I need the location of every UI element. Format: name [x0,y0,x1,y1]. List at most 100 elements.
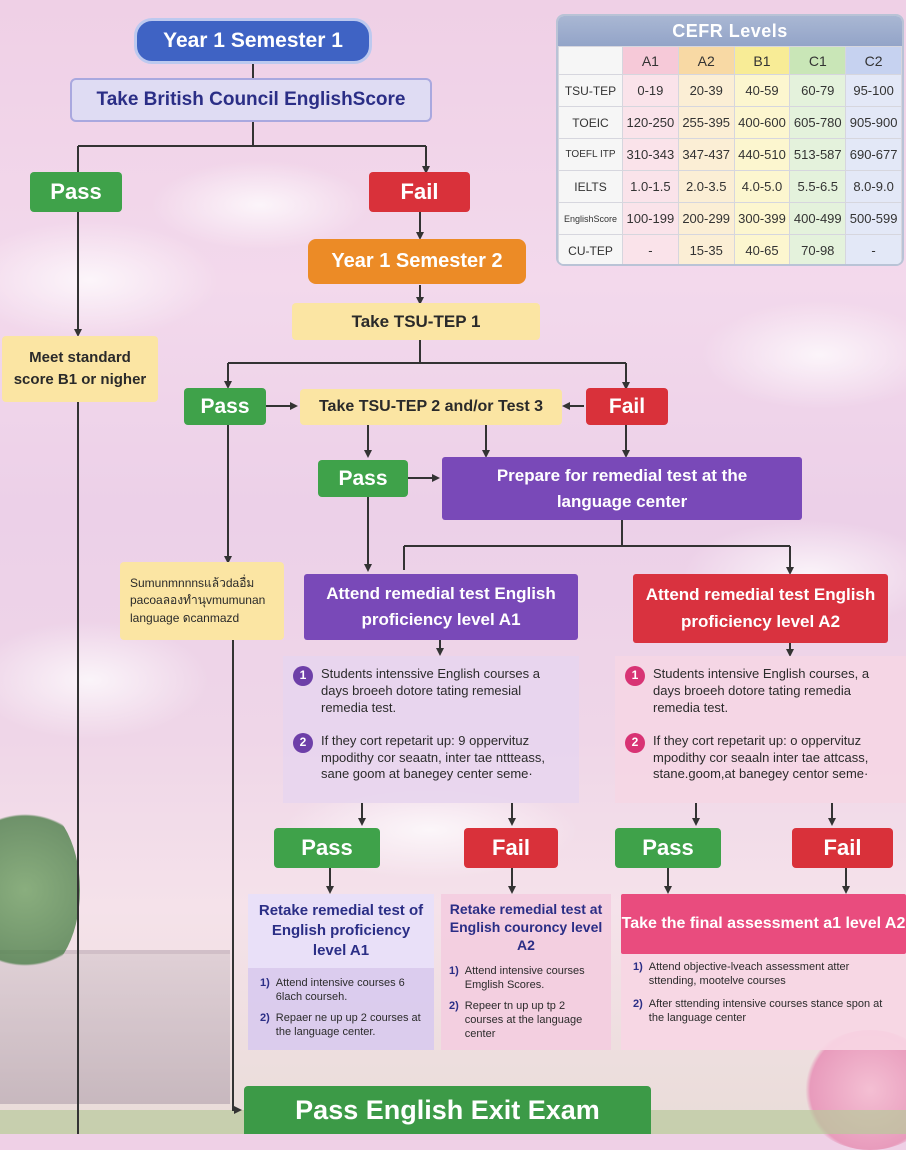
node-side-note: Sumunmnnnsแล้วdaอื่ม pacoaลองทำนุvmumuna… [120,562,284,640]
background-cloud [700,300,906,410]
cefr-cell: 400-600 [733,106,791,139]
cefr-cell: 2.0-3.5 [677,170,735,203]
final-item-2: 2)After sttending intensive courses stan… [633,997,898,1026]
cefr-row-label: TOEIC [558,106,623,139]
node-year1-semester2: Year 1 Semester 2 [308,239,526,284]
step-number-2-icon: 2 [293,732,313,753]
cefr-cell: 40-65 [733,234,791,264]
retake-a2-item-2: 2)Repeer tn up up tp 2 courses at the la… [449,999,605,1042]
cefr-row-label: IELTS [558,170,623,203]
cefr-row-label: TSU-TEP [558,74,623,107]
cefr-cell: 100-199 [622,202,679,235]
node-pass-2: Pass [184,388,266,425]
cefr-corner-cell [558,46,623,75]
cefr-cell: 690-677 [845,138,902,171]
node-attend-remedial-a1: Attend remedial test English proficiency… [304,574,578,640]
cefr-cell: 0-19 [622,74,679,107]
connector [403,520,790,570]
background-cloud [0,620,210,740]
panel-a1-steps: 1 Students intenssive English courses a … [283,656,579,803]
cefr-cell: 40-59 [733,74,791,107]
node-fail-a2: Fail [792,828,893,868]
cefr-row-tsu-tep: TSU-TEP 0-19 20-39 40-59 60-79 95-100 [558,74,902,107]
retake-a1-item-1: 1)Attend intensive courses 6 6lach cours… [260,976,426,1005]
cefr-grid: A1 A2 B1 C1 C2 TSU-TEP 0-19 20-39 40-59 … [558,46,902,264]
final-item-1: 1)Attend objective-lveach assessment att… [633,960,898,989]
retake-a2-item-1-text: Attend intensive courses Emglish Scores. [464,965,585,992]
panel-a2-step2: 2 If they cort repetarit up: o oppervitu… [625,732,896,784]
node-pass-a1: Pass [274,828,380,868]
cefr-cell: 70-98 [789,234,847,264]
cefr-level-header: A2 [677,46,735,75]
cefr-cell: 60-79 [789,74,847,107]
cefr-level-header: B1 [733,46,791,75]
node-pass-1: Pass [30,172,122,212]
cefr-cell: 120-250 [622,106,679,139]
node-fail-2: Fail [586,388,668,425]
cefr-row-cu-tep: CU-TEP - 15-35 40-65 70-98 - [558,234,902,264]
panel-a1-step1-text: Students intenssive English courses a da… [321,666,540,715]
connector [228,340,626,364]
step-number-2-icon: 2 [625,732,645,753]
cefr-cell: 20-39 [677,74,735,107]
node-fail-a1: Fail [464,828,558,868]
cefr-cell: 347-437 [677,138,735,171]
cefr-cell: 310-343 [622,138,679,171]
cefr-row-ielts: IELTS 1.0-1.5 2.0-3.5 4.0-5.0 5.5-6.5 8.… [558,170,902,203]
step-number-1-icon: 1 [293,666,313,686]
node-retake-a2-title: Retake remedial test at English couroncy… [449,900,603,954]
cefr-cell: 440-510 [733,138,791,171]
cefr-title: CEFR Levels [558,16,902,46]
node-pass-english-exit-exam: Pass English Exit Exam [244,1086,651,1134]
cefr-cell: 500-599 [845,202,902,235]
cefr-level-header: C2 [845,46,902,75]
cefr-levels-table: CEFR Levels A1 A2 B1 C1 C2 TSU-TEP 0-19 … [556,14,904,266]
cefr-cell: 95-100 [845,74,902,107]
node-retake-a1-title: Retake remedial test of English proficie… [248,894,434,968]
panel-a2-step1: 1 Students intensive English courses, a … [625,666,896,717]
panel-final-assessment: Take the final assessment a1 level A2 1)… [621,894,906,1050]
panel-a1-step2: 2 If they cort repetarit up: 9 oppervitu… [293,732,569,784]
cefr-level-header: A1 [622,46,679,75]
cefr-cell: 5.5-6.5 [789,170,847,203]
final-item-2-text: After sttending intensive courses stance… [648,997,883,1024]
node-take-tsu-tep-1: Take TSU-TEP 1 [292,303,540,340]
node-fail-1: Fail [369,172,470,212]
cefr-cell: 605-780 [789,106,847,139]
cefr-row-toeic: TOEIC 120-250 255-395 400-600 605-780 90… [558,106,902,139]
node-final-assessment-title: Take the final assessment a1 level A2 [621,894,906,954]
retake-a1-item-1-text: Attend intensive courses 6 6lach courseh… [275,977,405,1004]
cefr-cell: 905-900 [845,106,902,139]
panel-a2-step2-text: If they cort repetarit up: o oppervituz … [653,732,869,782]
step-number-1-icon: 1 [625,666,645,686]
cefr-cell: - [622,234,679,264]
cefr-cell: 300-399 [733,202,791,235]
cefr-cell: 400-499 [789,202,847,235]
retake-a2-item-2-text: Repeer tn up up tp 2 courses at the lang… [464,999,583,1041]
node-attend-remedial-a2: Attend remedial test English proficiency… [633,574,888,643]
node-meet-standard: Meet standard score B1 or nigher [2,336,158,402]
cefr-row-label: EnglishScore [558,202,623,235]
panel-retake-a2: Retake remedial test at English couroncy… [441,894,611,1050]
retake-a2-item-1: 1)Attend intensive courses Emglish Score… [449,964,605,993]
background-cloud [0,220,220,340]
cefr-cell: - [845,234,902,264]
node-take-englishscore: Take British Council EnglishScore [70,78,432,122]
node-take-tsu-tep-2-3: Take TSU-TEP 2 and/or Test 3 [300,389,562,425]
cefr-cell: 4.0-5.0 [733,170,791,203]
cefr-cell: 1.0-1.5 [622,170,679,203]
panel-a1-step1: 1 Students intenssive English courses a … [293,666,569,717]
node-year1-semester1: Year 1 Semester 1 [134,18,372,64]
node-prepare-remedial: Prepare for remedial test at the languag… [442,457,802,520]
cefr-header-row: A1 A2 B1 C1 C2 [558,46,902,75]
cefr-cell: 255-395 [677,106,735,139]
cefr-cell: 200-299 [677,202,735,235]
final-item-1-text: Attend objective-lveach assessment atter… [648,961,850,988]
cefr-level-header: C1 [789,46,847,75]
cefr-cell: 8.0-9.0 [845,170,902,203]
node-pass-a2: Pass [615,828,721,868]
cefr-row-label: CU-TEP [558,234,623,264]
cefr-row-toefl-itp: TOEFL ITP 310-343 347-437 440-510 513-58… [558,138,902,171]
panel-a1-step2-text: If they cort repetarit up: 9 oppervituz … [321,732,546,782]
